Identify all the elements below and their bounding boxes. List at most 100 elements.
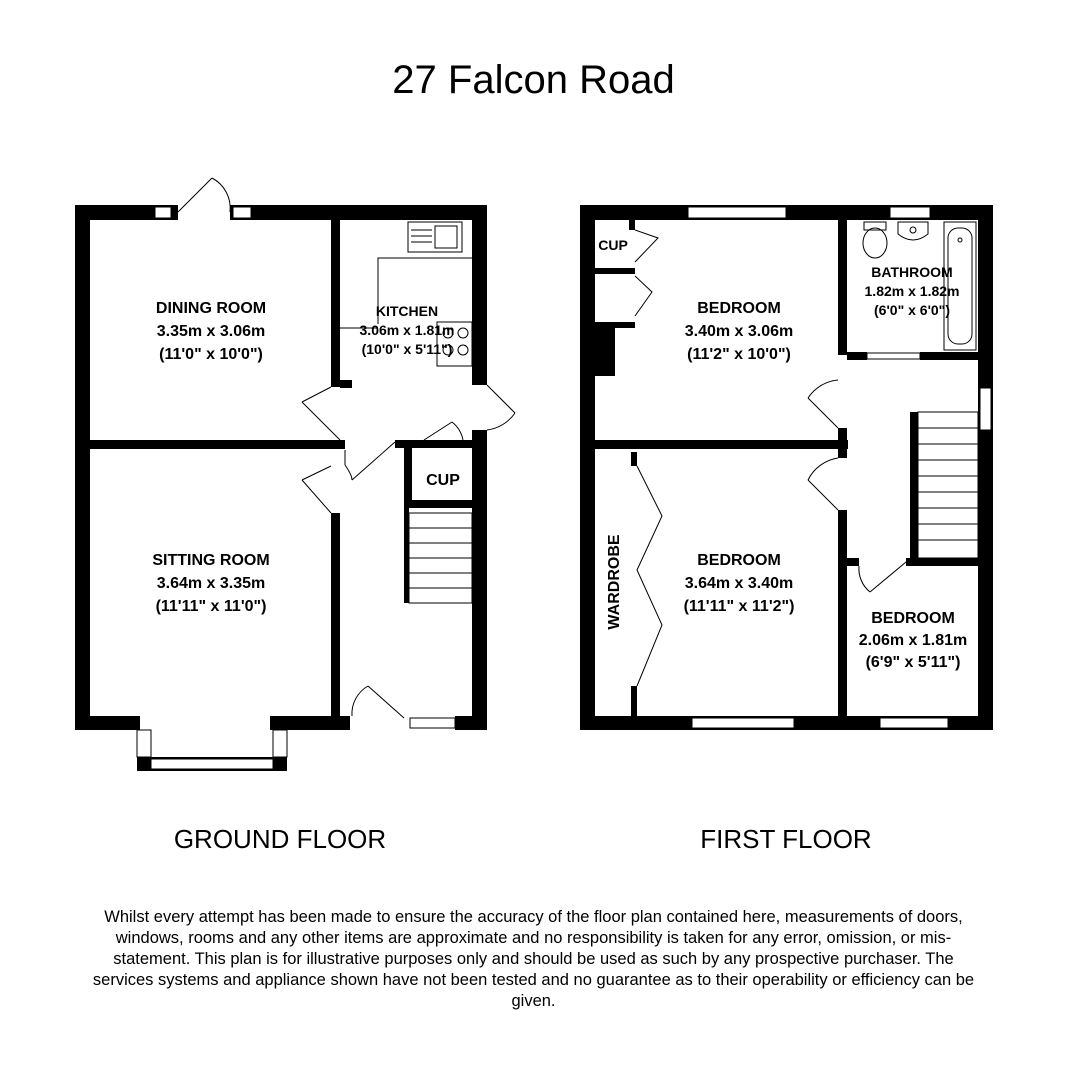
bedroom3-metric: 2.06m x 1.81m	[859, 632, 968, 649]
bedroom2-name: BEDROOM	[697, 552, 781, 569]
cooker	[436, 321, 473, 367]
ground-floor-plan	[75, 177, 516, 771]
bedroom1-name: BEDROOM	[697, 300, 781, 317]
sitting-room-metric: 3.64m x 3.35m	[157, 575, 266, 592]
landing-wall-mid	[838, 428, 847, 458]
ground-bottom-wall-left	[75, 716, 140, 730]
cup-shelf-wall	[595, 268, 635, 274]
wardrobe-jamb-top	[631, 452, 637, 466]
hall-window	[409, 717, 456, 729]
bathroom-name: BATHROOM	[871, 264, 952, 280]
kitchen-door-arc	[301, 401, 341, 441]
ground-top-wall	[75, 205, 487, 220]
wardrobe-jamb-bottom	[631, 686, 637, 716]
bedroom3-top-stub	[847, 558, 859, 566]
front-door-arc	[351, 685, 369, 717]
dining-window-right	[232, 206, 252, 219]
sitting-door-leaf	[301, 465, 332, 481]
bedroom3-window	[879, 717, 949, 729]
first-floor-label: FIRST FLOOR	[700, 824, 872, 854]
bay-window-side-right	[272, 729, 288, 758]
sitting-door-arc	[301, 479, 332, 514]
bathroom-window	[889, 206, 931, 219]
hall-door-leaf	[351, 441, 396, 481]
landing-window	[979, 387, 992, 431]
side-door-arc	[486, 412, 516, 431]
dining-room-imperial: (11'0" x 10'0")	[159, 346, 263, 363]
first-floor-plan	[580, 205, 993, 730]
bedroom3-name: BEDROOM	[871, 610, 955, 627]
kitchen-metric: 3.06m x 1.81m	[360, 322, 455, 338]
wardrobe-label: WARDROBE	[606, 534, 623, 629]
kitchen-hall-wall	[395, 440, 487, 448]
ground-right-wall-upper	[472, 205, 487, 385]
wardrobe-doors	[636, 465, 663, 687]
first-left-wall	[580, 205, 595, 730]
hall-door-arc	[344, 464, 353, 481]
ground-left-wall	[75, 205, 90, 730]
bathroom-left-wall	[838, 205, 847, 355]
ground-cup-label: CUP	[426, 472, 460, 489]
ground-stairs	[408, 512, 473, 604]
kitchen-imperial: (10'0" x 5'11")	[362, 341, 453, 357]
bedroom2-door	[807, 479, 839, 511]
cup-wall-left	[404, 448, 412, 506]
bathroom-bottom-wall-a	[847, 352, 867, 360]
sitting-hall-wall	[331, 513, 340, 716]
first-cup-label: CUP	[598, 237, 628, 253]
ground-bottom-wall-mid	[270, 716, 350, 730]
hob-ring	[442, 327, 454, 339]
dining-window-left	[154, 206, 172, 219]
bedroom2-window	[691, 717, 795, 729]
basin	[897, 221, 929, 241]
first-right-wall	[978, 205, 993, 730]
stair-side-wall	[910, 412, 918, 558]
room-labels: DINING ROOM 3.35m x 3.06m (11'0" x 10'0"…	[152, 237, 967, 671]
cup-door-leaf	[423, 421, 453, 441]
ground-right-wall-lower	[472, 430, 487, 730]
sink-unit	[407, 221, 463, 253]
back-door-arc	[211, 177, 231, 213]
bathroom-door	[866, 352, 921, 360]
bedroom1-imperial: (11'2" x 10'0")	[687, 346, 791, 363]
bathroom-imperial: (6'0" x 6'0")	[874, 302, 950, 318]
bathroom-bottom-wall-b	[920, 352, 993, 360]
bedroom3-imperial: (6'9" x 5'11")	[866, 654, 961, 671]
back-door-leaf	[177, 177, 213, 213]
bedroom-divider-wall	[580, 440, 848, 449]
worktop-line	[377, 257, 472, 324]
ground-floor-label: GROUND FLOOR	[173, 824, 387, 854]
bedroom2-metric: 3.64m x 3.40m	[685, 575, 794, 592]
front-door-leaf	[367, 685, 405, 719]
side-door-leaf	[486, 384, 516, 414]
sitting-room-imperial: (11'11" x 11'0")	[156, 598, 267, 615]
first-stairs	[917, 411, 979, 559]
stair-wall	[404, 508, 409, 603]
bedroom3-door	[869, 561, 907, 593]
dining-sitting-wall	[75, 440, 345, 449]
toilet	[862, 227, 888, 259]
cupboard-door	[634, 275, 653, 317]
bay-window	[150, 758, 274, 770]
ground-bottom-wall-right	[455, 716, 487, 730]
bedroom1-door	[807, 397, 839, 429]
bedroom3-top-wall	[906, 558, 993, 566]
bedroom1-metric: 3.40m x 3.06m	[685, 323, 794, 340]
sink-bowl	[434, 225, 458, 249]
chimney-breast	[595, 328, 615, 376]
sitting-room-name: SITTING ROOM	[152, 552, 269, 569]
cup-door	[634, 229, 659, 263]
bath	[943, 221, 977, 351]
kitchen-name: KITCHEN	[376, 303, 438, 319]
bathroom-metric: 1.82m x 1.82m	[865, 283, 960, 299]
bedroom3-left-wall	[838, 510, 847, 730]
kitchen-door-leaf	[301, 386, 332, 403]
back-door-gap	[178, 205, 230, 220]
bedroom2-imperial: (11'11" x 11'2")	[684, 598, 795, 615]
plan-title: 27 Falcon Road	[392, 58, 675, 102]
kitchen-wall-stub	[340, 380, 352, 388]
disclaimer-text: Whilst every attempt has been made to en…	[92, 908, 975, 1010]
bay-window-side-left	[136, 729, 152, 758]
dining-kitchen-wall	[331, 205, 340, 387]
